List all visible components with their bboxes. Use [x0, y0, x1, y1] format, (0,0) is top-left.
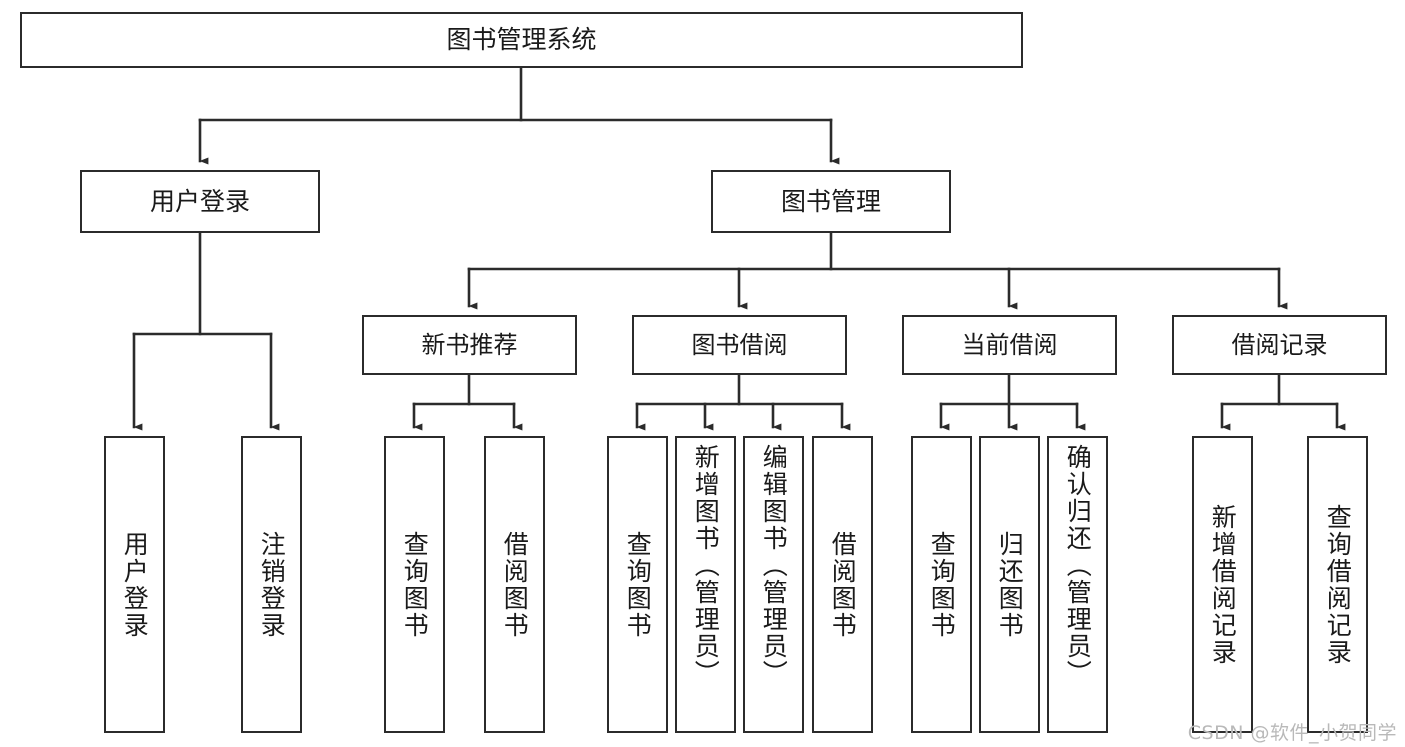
node-borrow-record-label: 借阅记录 — [1231, 330, 1328, 359]
node-leaf-query-record-label: 查询借阅记录 — [1323, 503, 1353, 666]
node-leaf-query-book-2[interactable]: 查询图书 — [607, 436, 668, 733]
node-user-login[interactable]: 用户登录 — [80, 170, 320, 233]
node-leaf-query-book-2-label: 查询图书 — [623, 530, 653, 639]
node-leaf-query-record[interactable]: 查询借阅记录 — [1307, 436, 1368, 733]
node-leaf-query-book-1[interactable]: 查询图书 — [384, 436, 445, 733]
node-root-system-label: 图书管理系统 — [446, 25, 597, 55]
node-current-borrow-label: 当前借阅 — [961, 330, 1058, 359]
node-leaf-user-login-label: 用户登录 — [120, 530, 150, 639]
node-leaf-confirm-return[interactable]: 确认归还（管理员） — [1047, 436, 1108, 733]
node-leaf-logout-login-label: 注销登录 — [257, 530, 287, 639]
node-leaf-confirm-return-label: 确认归还（管理员） — [1063, 444, 1093, 687]
node-book-manage[interactable]: 图书管理 — [711, 170, 951, 233]
node-leaf-borrow-book-1-label: 借阅图书 — [500, 530, 530, 639]
node-new-book-recommend[interactable]: 新书推荐 — [362, 315, 577, 375]
node-leaf-query-book-3-label: 查询图书 — [927, 530, 957, 639]
node-book-borrow[interactable]: 图书借阅 — [632, 315, 847, 375]
node-book-manage-label: 图书管理 — [780, 186, 881, 216]
node-leaf-borrow-book-2-label: 借阅图书 — [828, 530, 858, 639]
node-user-login-label: 用户登录 — [149, 186, 250, 216]
node-leaf-query-book-1-label: 查询图书 — [400, 530, 430, 639]
node-current-borrow[interactable]: 当前借阅 — [902, 315, 1117, 375]
node-leaf-return-book[interactable]: 归还图书 — [979, 436, 1040, 733]
node-leaf-add-book[interactable]: 新增图书（管理员） — [675, 436, 736, 733]
node-leaf-return-book-label: 归还图书 — [995, 530, 1025, 639]
node-book-borrow-label: 图书借阅 — [691, 330, 788, 359]
node-leaf-add-record-label: 新增借阅记录 — [1208, 503, 1238, 666]
node-borrow-record[interactable]: 借阅记录 — [1172, 315, 1387, 375]
node-root-system[interactable]: 图书管理系统 — [20, 12, 1023, 68]
node-leaf-edit-book-label: 编辑图书（管理员） — [759, 444, 789, 687]
node-new-book-recommend-label: 新书推荐 — [421, 330, 518, 359]
node-leaf-add-book-label: 新增图书（管理员） — [691, 444, 721, 687]
node-leaf-edit-book[interactable]: 编辑图书（管理员） — [743, 436, 804, 733]
node-leaf-logout-login[interactable]: 注销登录 — [241, 436, 302, 733]
node-leaf-query-book-3[interactable]: 查询图书 — [911, 436, 972, 733]
node-leaf-add-record[interactable]: 新增借阅记录 — [1192, 436, 1253, 733]
node-leaf-borrow-book-1[interactable]: 借阅图书 — [484, 436, 545, 733]
node-leaf-user-login[interactable]: 用户登录 — [104, 436, 165, 733]
node-leaf-borrow-book-2[interactable]: 借阅图书 — [812, 436, 873, 733]
